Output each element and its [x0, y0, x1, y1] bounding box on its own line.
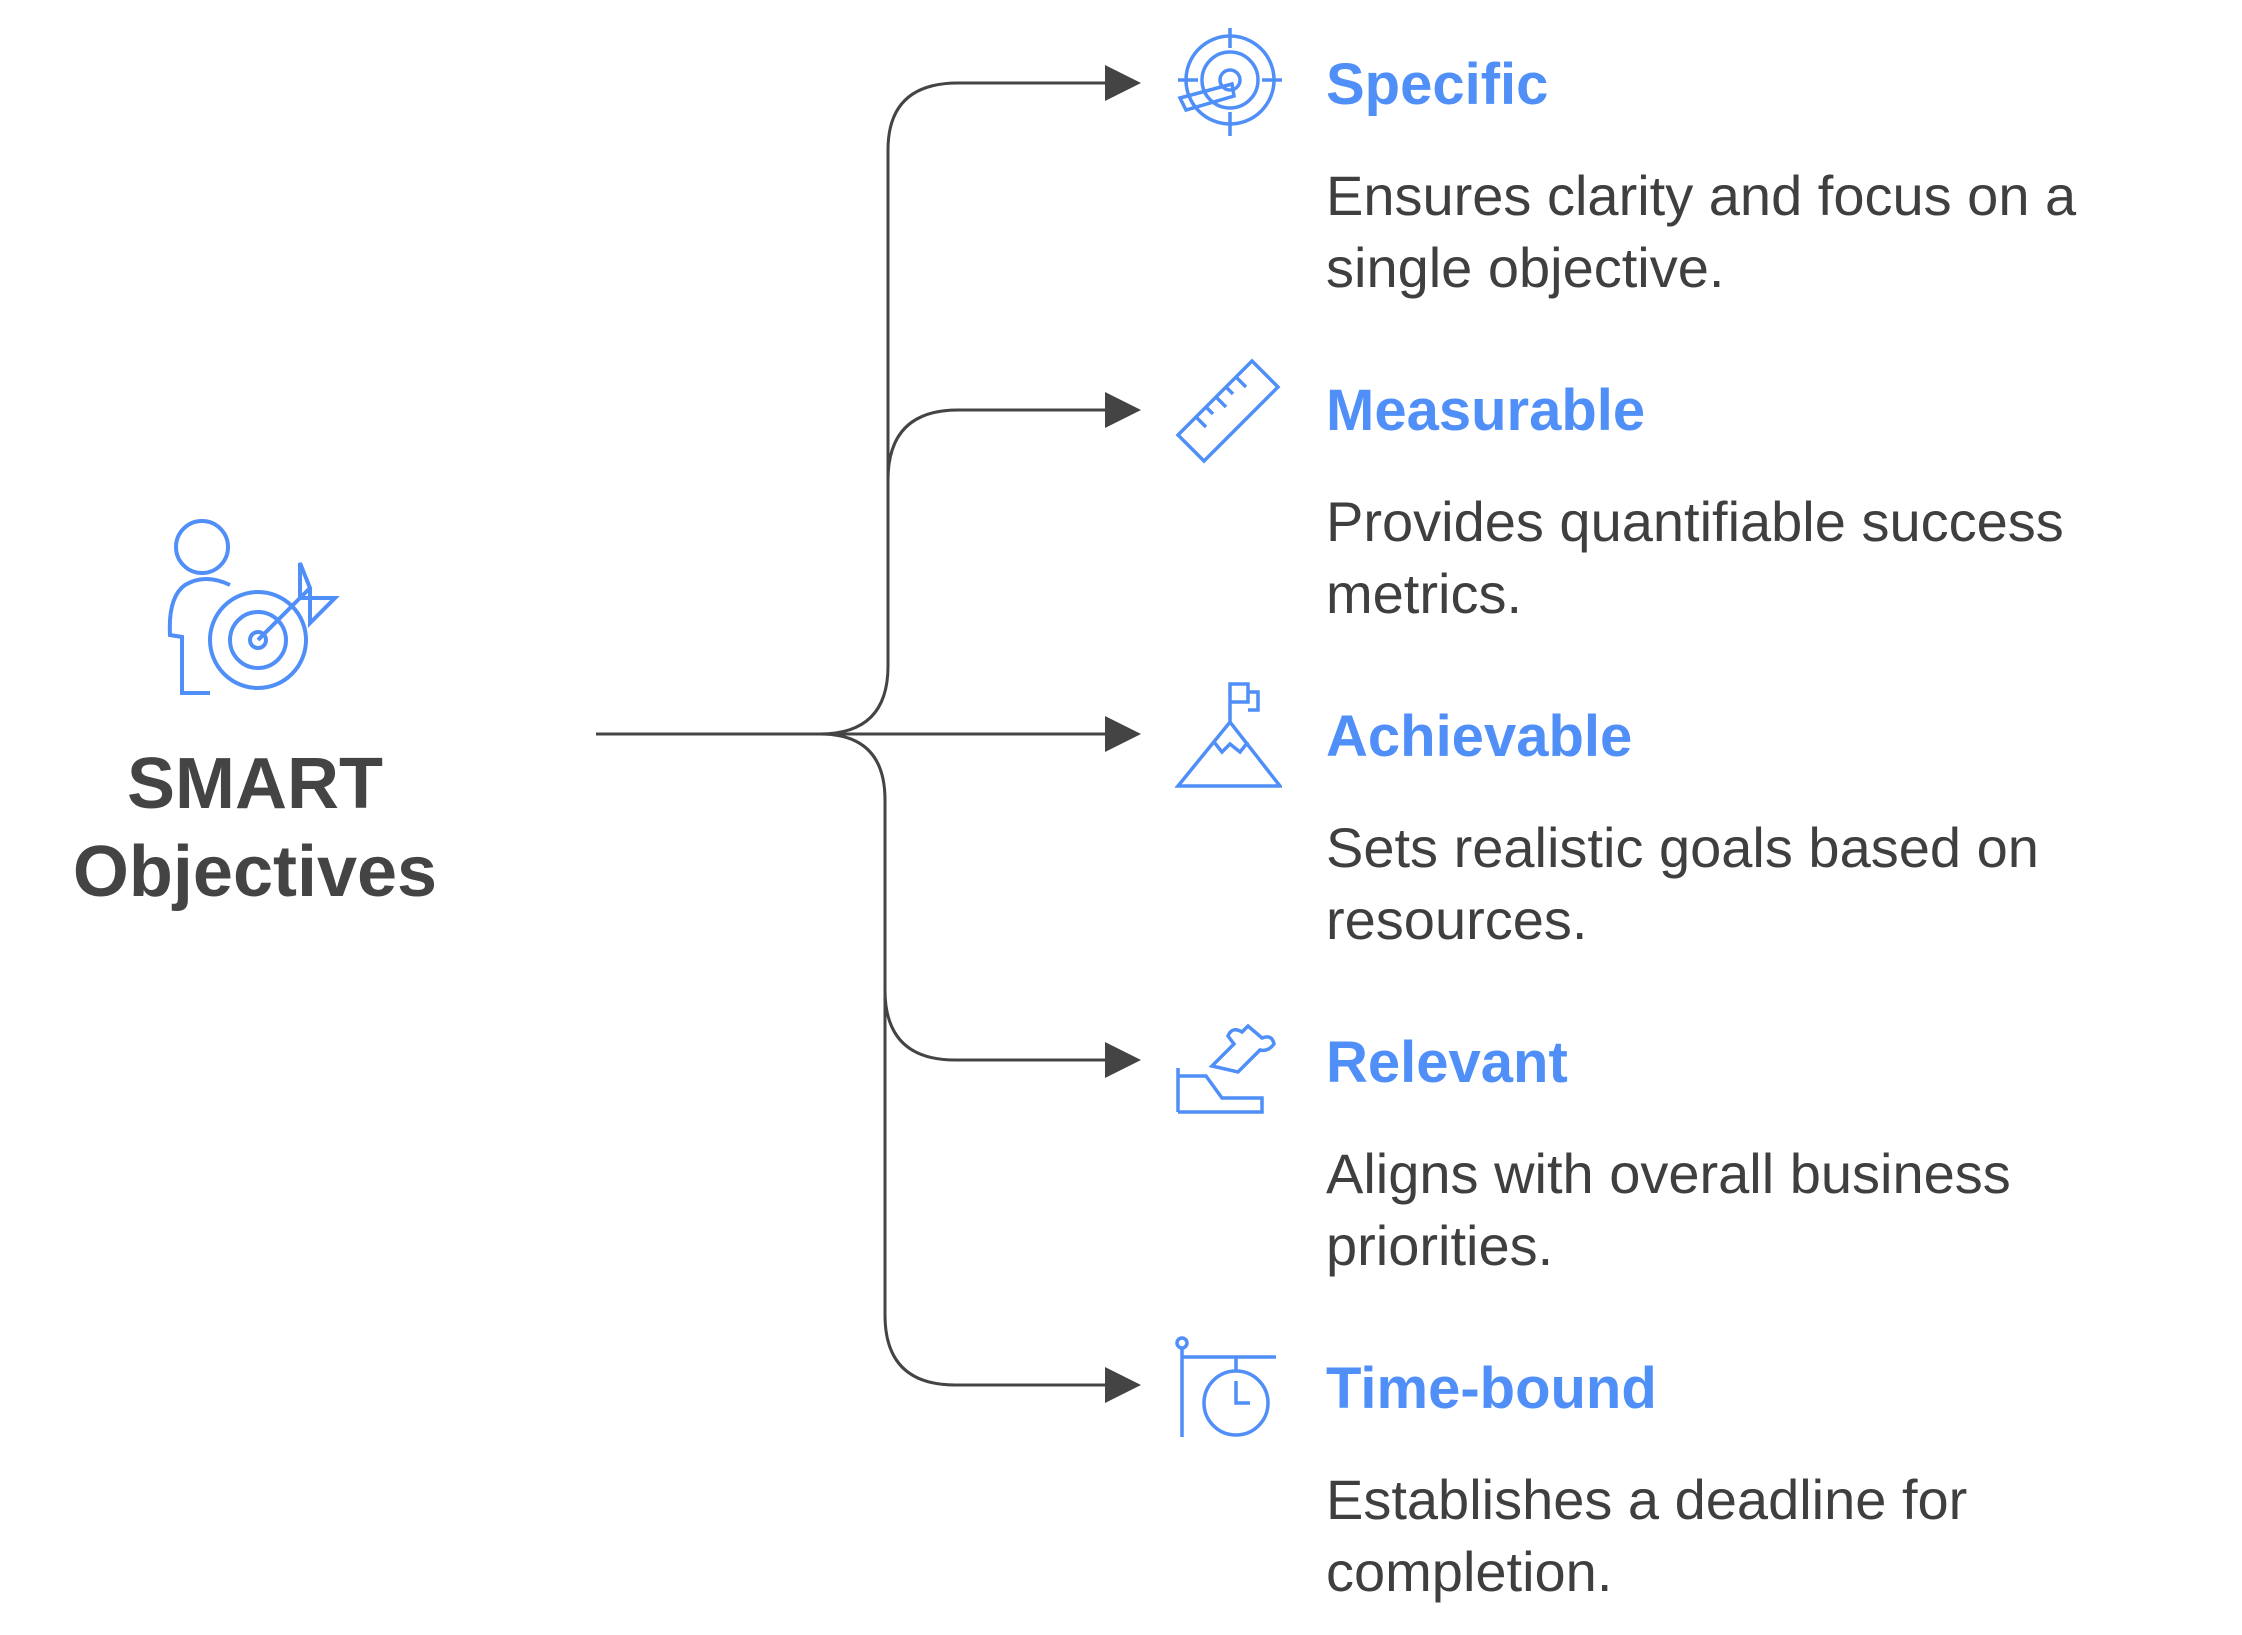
item-title-specific: Specific [1326, 52, 1549, 117]
item-title-time-bound: Time-bound [1326, 1356, 1657, 1421]
stopwatch-icon [1175, 1336, 1276, 1437]
item-title-measurable: Measurable [1326, 378, 1646, 443]
item-desc-specific: Ensures clarity and focus on a single ob… [1326, 164, 2077, 299]
item-desc-measurable: Provides quantifiable success metrics. [1326, 490, 2064, 625]
connector-relevant-branch [883, 989, 1141, 1078]
connector-relevant [819, 732, 1141, 1403]
connector-specific [596, 65, 1141, 736]
item-desc-achievable: Sets realistic goals based on resources. [1326, 816, 2039, 951]
connector-measurable [886, 392, 1141, 481]
ruler-icon [1175, 358, 1281, 464]
main-title: SMART Objectives [72, 744, 438, 912]
item-title-relevant: Relevant [1326, 1030, 1568, 1095]
target-hand-icon [1177, 28, 1282, 136]
person-target-icon [167, 519, 340, 695]
item-desc-relevant: Aligns with overall business priorities. [1326, 1142, 2011, 1277]
puzzle-hand-icon [1176, 1023, 1276, 1114]
mountain-flag-icon [1174, 682, 1282, 788]
item-title-achievable: Achievable [1326, 704, 1633, 769]
item-desc-time-bound: Establishes a deadline for completion. [1326, 1468, 1968, 1603]
